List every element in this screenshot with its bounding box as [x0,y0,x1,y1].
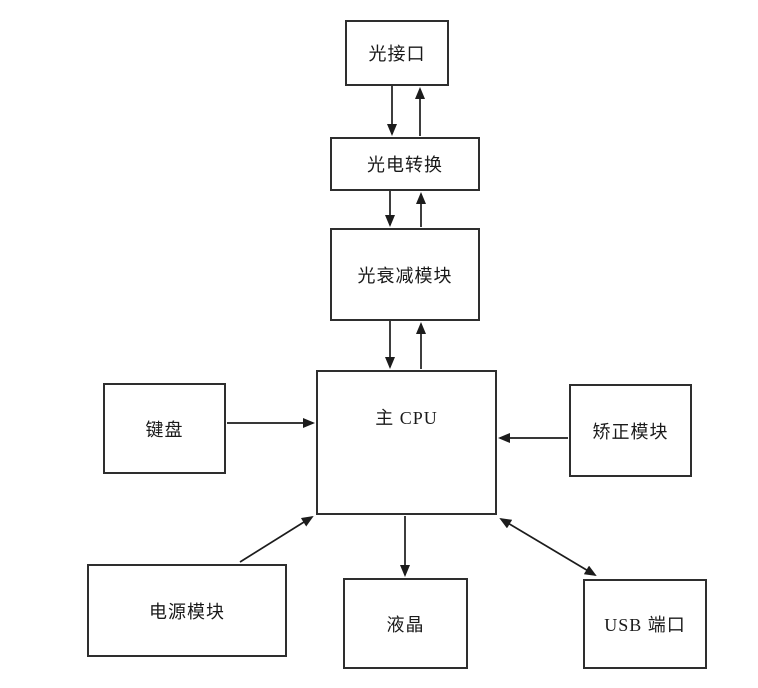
node-photoelectric-conversion-label: 光电转换 [367,155,443,175]
node-usb-port-label: USB 端口 [604,615,686,635]
node-keyboard-label: 键盘 [145,419,184,440]
node-keyboard: 键盘 [103,383,226,474]
node-lcd: 液晶 [343,578,468,669]
node-correction-module: 矫正模块 [569,384,692,477]
node-usb-port: USB 端口 [583,579,707,669]
node-power-module-label: 电源模块 [149,601,225,622]
node-main-cpu: 主 CPU [316,370,497,515]
arrow-power-to-cpu [239,515,314,563]
node-optical-interface: 光接口 [345,20,449,86]
node-optical-attenuation-module: 光衰减模块 [330,228,480,321]
arrow-cpu-usb-bidirectional [499,517,597,577]
node-lcd-label: 液晶 [386,614,425,635]
node-optical-interface-label: 光接口 [368,44,426,64]
node-optical-attenuation-module-label: 光衰减模块 [357,265,453,286]
node-photoelectric-conversion: 光电转换 [330,137,480,191]
node-power-module: 电源模块 [87,564,287,657]
node-correction-module-label: 矫正模块 [592,421,669,442]
node-main-cpu-label: 主 CPU [375,408,438,428]
